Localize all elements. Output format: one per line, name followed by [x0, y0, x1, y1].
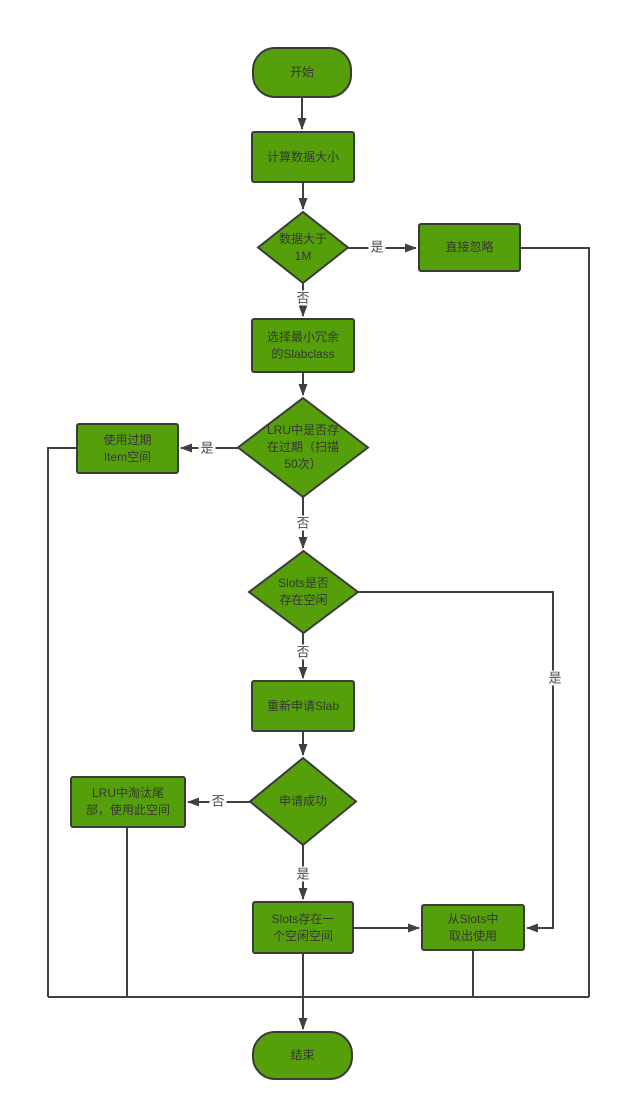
edge-label-gt1m-to-choose: 否 [294, 290, 312, 306]
edge-useexpired-to-merge [47, 447, 77, 997]
node-shape-gt-1m [256, 210, 350, 285]
edge-slotsfree-to-take [358, 591, 554, 933]
edge-label-allocok-to-slotsone: 是 [294, 866, 312, 882]
node-label-choose-slab: 选择最小冗余 的Slabclass [266, 329, 339, 361]
node-shape-choose-slab [251, 318, 355, 373]
nodes-layer [70, 47, 525, 1080]
edge-label-slotsfree-to-realloc: 否 [294, 644, 312, 660]
node-shape-ignore [418, 223, 521, 272]
edge-ignore-to-merge [520, 247, 590, 997]
node-shape-alloc-ok [248, 756, 358, 847]
edge-label-allocok-to-evict: 否 [209, 793, 227, 809]
node-shape-realloc-slab [251, 680, 355, 732]
node-shape-calc-size [251, 131, 355, 183]
node-shape-take-from-slots [421, 904, 525, 951]
node-label-start: 开始 [289, 65, 314, 79]
node-label-lru-evict: LRU中淘汰尾 部，使用此空间 [85, 786, 170, 817]
node-shape-end [252, 1031, 353, 1080]
node-shape-slots-free [247, 549, 360, 635]
node-label-ignore: 直接忽略 [445, 240, 494, 254]
edge-label-lru-to-useexpired: 是 [198, 440, 216, 456]
node-label-gt-1m: 数据大于 1M [278, 231, 327, 263]
node-label-alloc-ok: 申请成功 [278, 794, 327, 808]
node-shape-lru-expired [236, 396, 370, 499]
node-shape-slots-one-free [252, 901, 354, 954]
edge-label-lru-to-slotsfree: 否 [294, 515, 312, 531]
node-shape-start [252, 47, 352, 98]
node-label-lru-expired: LRU中是否存 在过期（扫描 50次） [266, 423, 339, 471]
node-label-slots-free: Slots是否 存在空闲 [278, 576, 329, 607]
node-shape-lru-evict [70, 776, 186, 828]
node-label-end: 结束 [290, 1048, 315, 1062]
node-label-use-expired: 使用过期 Item空间 [103, 432, 152, 464]
edge-label-gt1m-to-ignore: 是 [368, 239, 386, 255]
node-shape-use-expired [76, 423, 179, 474]
node-label-slots-one-free: Slots存在一 个空闲空间 [271, 911, 335, 943]
node-label-take-from-slots: 从Slots中 取出使用 [447, 911, 499, 943]
node-label-realloc-slab: 重新申请Slab [266, 698, 340, 713]
node-label-calc-size: 计算数据大小 [266, 149, 339, 164]
edge-label-slotsfree-to-take: 是 [546, 670, 564, 686]
